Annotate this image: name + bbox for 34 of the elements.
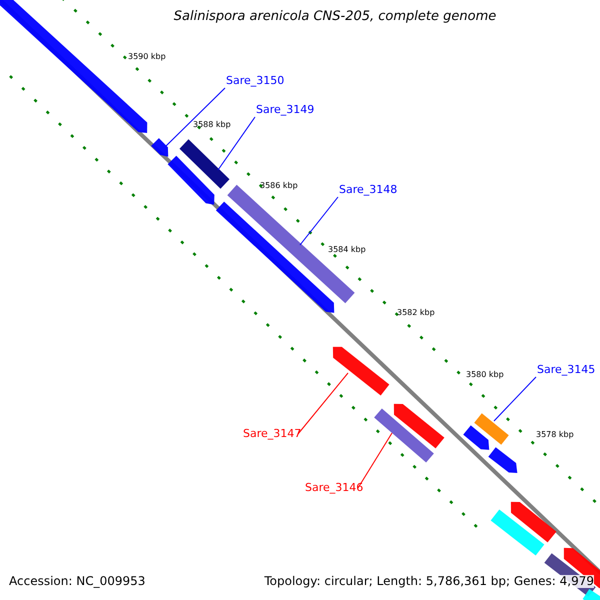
gene-feature-block	[332, 346, 390, 396]
leader-line	[494, 376, 536, 422]
gene-label: Sare_3145	[537, 364, 596, 376]
footer-text: Topology: circular; Length: 5,786,361 bp; Genes: 4,979	[264, 575, 594, 588]
gene-feature-block	[510, 502, 556, 542]
gene-feature-block	[394, 404, 444, 448]
gene-feature-block	[151, 138, 168, 157]
gene-feature-block	[488, 447, 518, 473]
gene-label: Sare_3147	[243, 428, 302, 440]
scale-label: 3580 kbp	[466, 371, 504, 380]
feature-bar	[474, 413, 509, 445]
gene-feature-block	[168, 156, 214, 205]
scale-label: 3586 kbp	[260, 182, 298, 191]
leader-line	[166, 88, 226, 146]
leader-line	[298, 372, 348, 434]
leader-line	[358, 432, 392, 488]
leader-line	[218, 116, 256, 170]
scale-label: 3590 kbp	[128, 53, 166, 62]
feature-bar	[180, 139, 230, 189]
feature-bar	[374, 408, 434, 462]
gene-label: Sare_3148	[339, 184, 398, 196]
scale-label: 3584 kbp	[328, 246, 366, 255]
gene-label: Sare_3149	[256, 104, 314, 116]
title: Salinispora arenicola CNS-205, complete genome	[172, 10, 498, 24]
scale-label: 3588 kbp	[193, 121, 231, 130]
feature-bar	[490, 510, 544, 556]
gene-label: Sare_3150	[226, 75, 284, 88]
scale-label: 3578 kbp	[536, 431, 574, 440]
gene-label: Sare_3146	[305, 482, 364, 494]
leader-line	[300, 196, 338, 246]
scale-label: 3582 kbp	[397, 309, 435, 318]
footer-text: Accession: NC_009953	[9, 575, 146, 588]
gene-feature-block	[0, 0, 148, 133]
gene-feature-block	[463, 425, 490, 450]
